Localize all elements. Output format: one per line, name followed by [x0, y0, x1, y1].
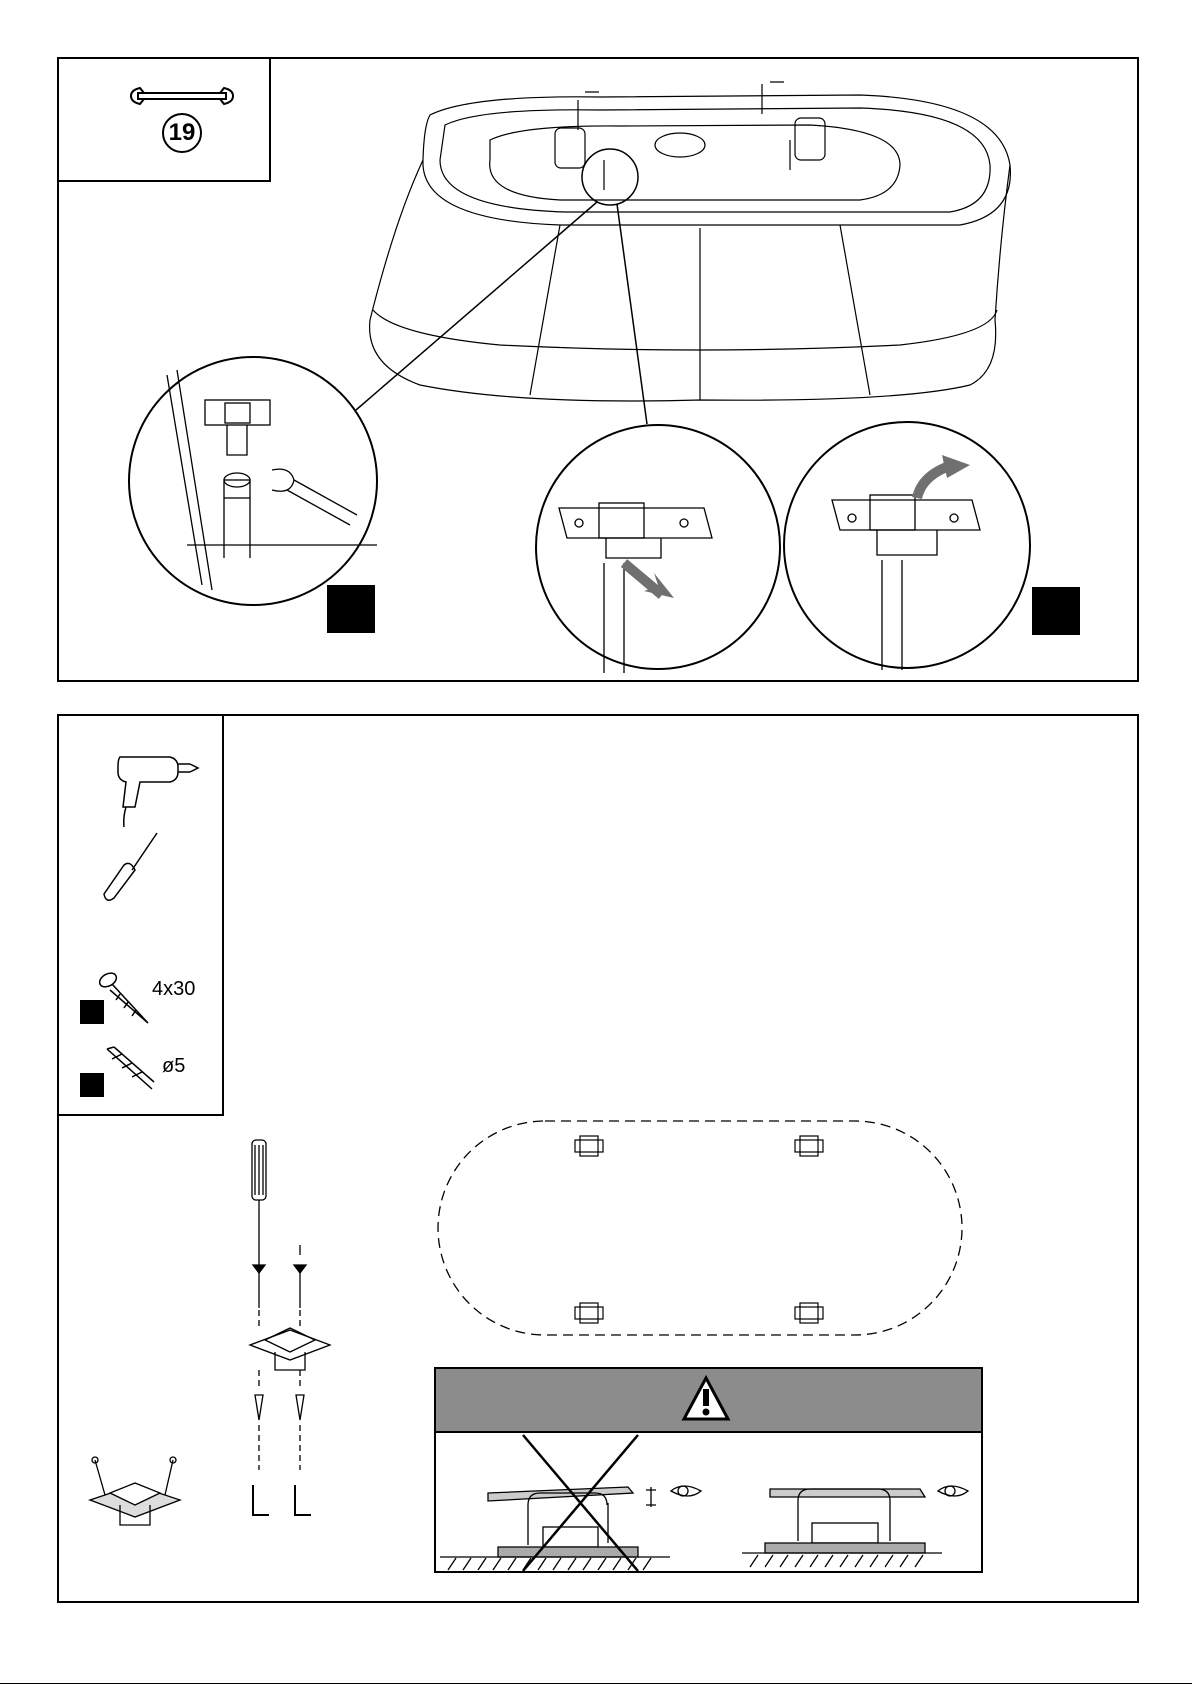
- bracket-layout-outline: [435, 1118, 965, 1338]
- screw-marker-tab: [80, 1000, 104, 1024]
- bracket-rotate-detail: [782, 420, 1032, 670]
- nut-tighten-detail: [127, 355, 379, 607]
- mounted-bracket-illustration: [85, 1455, 185, 1540]
- warning-triangle-icon: [681, 1375, 731, 1423]
- plug-size-label: ø5: [162, 1055, 185, 1078]
- eye-icon-wrong: [671, 1486, 701, 1496]
- wrong-level-example: [438, 1435, 708, 1571]
- right-level-example: [740, 1435, 980, 1571]
- eye-icon: [938, 1486, 968, 1496]
- screw-icon: [98, 968, 153, 1028]
- bracket-slide-detail: [534, 423, 782, 671]
- wall-plug-icon: [102, 1044, 157, 1094]
- plug-marker-tab: [80, 1073, 104, 1097]
- exploded-assembly-illustration: [245, 1140, 345, 1540]
- step1-detail1-tab: [327, 585, 375, 633]
- screw-size-label: 4x30: [152, 978, 195, 1001]
- screwdriver-icon: [102, 830, 162, 910]
- page-bottom-rule: [0, 1683, 1192, 1684]
- drill-icon: [110, 752, 200, 827]
- step1-detail3-tab: [1032, 587, 1080, 635]
